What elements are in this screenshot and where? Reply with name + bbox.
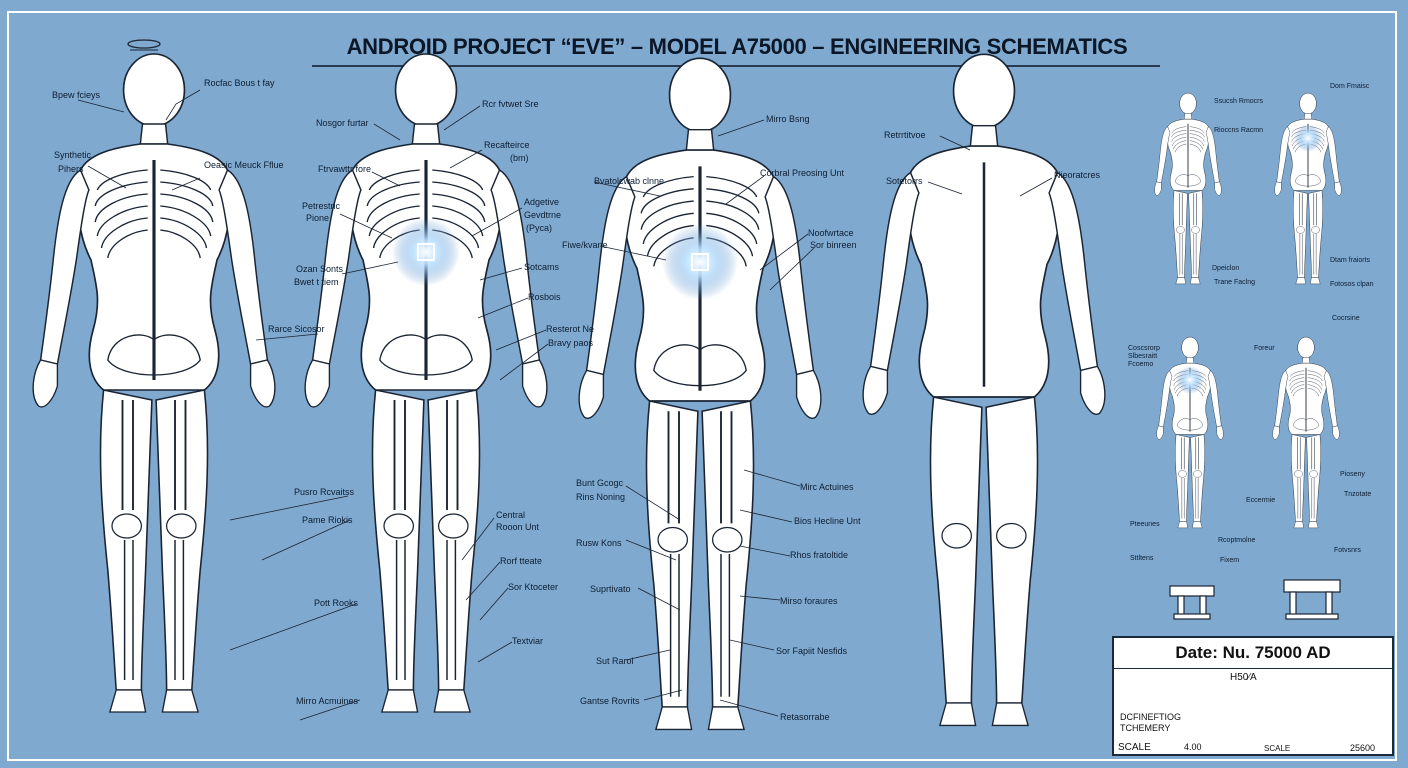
label: Rooon Unt: [496, 522, 540, 532]
label: Sut Rarol: [596, 656, 634, 666]
label: Rarce Sicosor: [268, 324, 325, 334]
label: Central: [496, 510, 526, 520]
thumb-label: Rioccns Racmn: [1214, 127, 1264, 134]
leader-lines: [77, 89, 1053, 721]
label: Rins Noning: [576, 492, 626, 502]
label: Rcr fvtwet Sre: [482, 99, 539, 109]
thumb-label: Fotvsnrs: [1334, 547, 1361, 554]
thumb-label: Ssucsh Rmocrs: [1214, 98, 1264, 105]
label: Retrrtitvoe: [884, 130, 926, 140]
label: Corbral Preosing Unt: [760, 168, 845, 178]
thumb-label: Sttltens: [1130, 555, 1154, 562]
thumb-label: Fotosos clpan: [1330, 281, 1374, 288]
thumb-label: Fixem: [1220, 557, 1240, 564]
thumb-1: [1154, 92, 1222, 285]
label: (Pyca): [526, 223, 553, 233]
scale-label-2: SCALE: [1264, 744, 1291, 753]
sheet-border: [7, 11, 1397, 761]
label: Rosbois: [528, 292, 561, 302]
label: Fiwe/kvane: [562, 240, 608, 250]
label: Bunt Gcogc: [576, 478, 624, 488]
page-title: ANDROID PROJECT “EVE” – MODEL A75000 – E…: [346, 34, 1128, 59]
label: Pione: [306, 213, 330, 223]
thumb-label: Dtam fraiorts: [1330, 257, 1371, 264]
thumb-label: Eccermie: [1246, 497, 1276, 504]
label: Sor binreen: [810, 240, 857, 250]
drawing-name-line1: DCFINEFTIOG: [1120, 712, 1181, 722]
label: Resterot Ne: [546, 324, 595, 334]
thumb-label: Trane Faclng: [1214, 279, 1255, 286]
processor-glow-front: [392, 218, 460, 286]
label: (bm): [510, 153, 529, 163]
label: Bravy paos: [548, 338, 594, 348]
thumb-label: Fcoemo: [1128, 361, 1154, 368]
label: Bpew fcieys: [52, 90, 101, 100]
label: Bios Hecline Unt: [794, 516, 861, 526]
drawing-name: DCFINEFTIOG TCHEMERY: [1120, 712, 1240, 734]
thumb-label: Coscsrorp: [1128, 345, 1160, 352]
thumb-label: Pteeunes: [1130, 521, 1160, 528]
drawing-name-line2: TCHEMERY: [1120, 723, 1171, 733]
label: Bvatolcwab clnne: [594, 176, 665, 186]
label: Adgetive: [524, 197, 560, 207]
code-field: H50∕A: [1230, 672, 1257, 683]
thumb-label: Slbesraitt: [1128, 353, 1158, 360]
label: Mirro Bsng: [766, 114, 810, 124]
label: Bwet t tiem: [294, 277, 339, 287]
label: Mirso foraures: [780, 596, 838, 606]
figure-rear-wiring: [578, 57, 822, 731]
label: Oeasic Meuck Fflue: [204, 160, 284, 170]
component-sketch-2: [1283, 579, 1341, 620]
processor-glow-rear: [662, 224, 738, 300]
label: Nieoratcres: [1054, 170, 1101, 180]
label: Rusw Kons: [576, 538, 622, 548]
scale-value: 4.00: [1184, 742, 1202, 752]
label: Nosgor furtar: [316, 118, 369, 128]
thumb-label: Pioseny: [1340, 471, 1365, 478]
label: Ozan Sonts: [296, 264, 344, 274]
label: Petrestric: [302, 201, 341, 211]
label: Recafteirce: [484, 140, 530, 150]
thumb-label: Dpeiclon: [1212, 265, 1240, 272]
label: Rhos fratoltide: [790, 550, 849, 560]
label: Pott Rooks: [314, 598, 359, 608]
label: Suprtivato: [590, 584, 631, 594]
figure-rear-outline: [862, 53, 1106, 727]
label: Sor Fapiit Nesfids: [776, 646, 848, 656]
label: Rocfac Bous t fay: [204, 78, 275, 88]
thumb-4: [1272, 336, 1340, 529]
label: Sotetorrs: [886, 176, 923, 186]
label: Gantse Rovrits: [580, 696, 640, 706]
label: Rorf tteate: [500, 556, 543, 566]
label: Synthetic: [54, 150, 92, 160]
label: Noofwrtace: [808, 228, 854, 238]
thumb-3: [1156, 336, 1224, 529]
label: Gevdtrne: [524, 210, 562, 220]
halo-icon: [127, 39, 161, 51]
thumb-label: Rcoptmolne: [1218, 537, 1256, 544]
label: Sotcams: [524, 262, 560, 272]
label: Mirro Acmuines: [296, 696, 359, 706]
label: Textviar: [512, 636, 544, 646]
label: Retasorrabe: [780, 712, 830, 722]
label: Pihers: [58, 164, 84, 174]
thumb-label: Tnzotate: [1344, 491, 1372, 498]
label: Sor Ktoceter: [508, 582, 559, 592]
component-sketch-1: [1169, 585, 1215, 620]
thumb-label: Foreur: [1254, 345, 1275, 352]
label: Pame Riokis: [302, 515, 353, 525]
scale-label: SCALE: [1118, 742, 1151, 753]
thumb-label: Cocrsine: [1332, 315, 1360, 322]
thumb-label: Dom Fmaisc: [1330, 83, 1370, 90]
scale-value-2: 25600: [1350, 743, 1376, 753]
label: Mirc Actuines: [800, 482, 854, 492]
title-block: Date: Nu. 75000 AD H50∕A DCFINEFTIOG TCH…: [1112, 636, 1394, 756]
label: Pusro Rcvaitss: [294, 487, 355, 497]
label: Ftrvawttr fore: [318, 164, 372, 174]
date-field: Date: Nu. 75000 AD: [1114, 638, 1392, 669]
